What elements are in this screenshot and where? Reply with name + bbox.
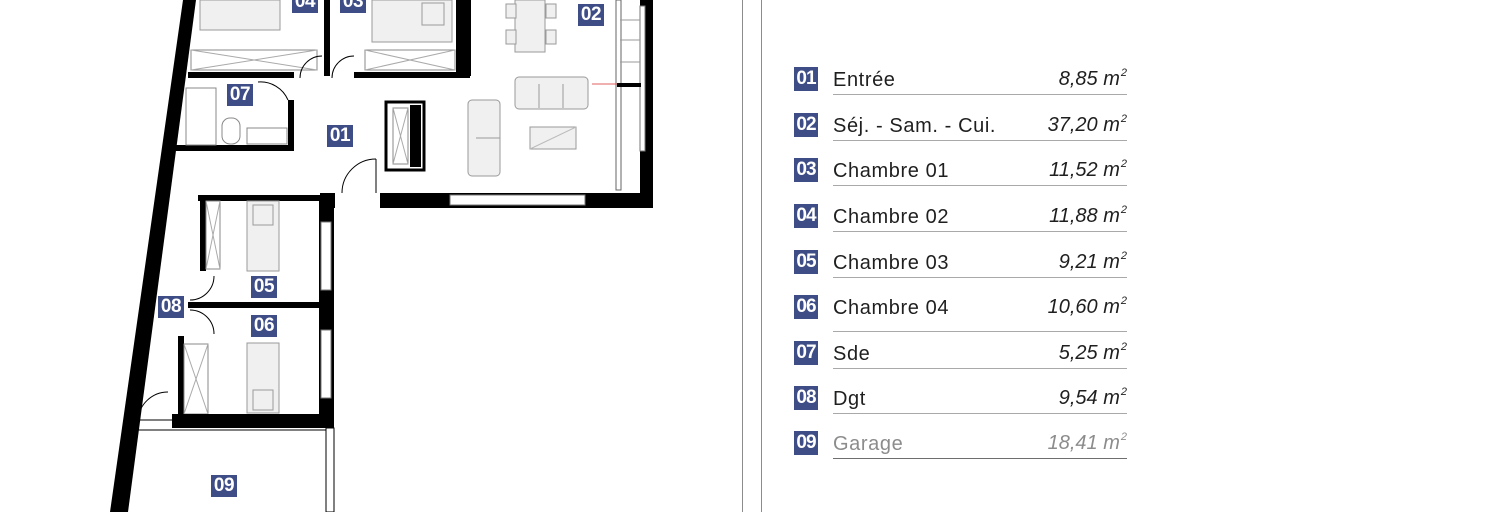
legend-room-name: Chambre 02 <box>833 206 950 228</box>
chair <box>545 3 557 19</box>
legend-number: 08 <box>794 386 818 410</box>
window <box>320 221 332 291</box>
wall-segment <box>324 0 330 76</box>
legend-room-area: 10,60 m2 <box>1047 295 1127 318</box>
window <box>320 329 332 399</box>
wall-segment <box>178 336 184 416</box>
floor-plan-drawing <box>110 0 653 512</box>
legend-number: 06 <box>794 295 818 319</box>
legend-room-area: 37,20 m2 <box>1047 113 1127 136</box>
legend-rule <box>833 413 1127 414</box>
legend-number: 04 <box>794 204 818 228</box>
legend-rule <box>833 185 1127 186</box>
legend-row: 01 Entrée 8,85 m2 <box>794 67 1127 97</box>
room-legend: 01 Entrée 8,85 m2 02 Séj. - Sam. - Cui. … <box>794 0 1134 512</box>
chair <box>505 29 517 45</box>
sofa <box>514 76 589 110</box>
wall-segment <box>617 83 641 87</box>
wall-segment <box>354 72 470 78</box>
room-label: 06 <box>251 315 277 337</box>
legend-number: 03 <box>794 158 818 182</box>
legend-row: 09 Garage 18,41 m2 <box>794 431 1127 461</box>
entry-door <box>342 160 378 193</box>
window <box>639 5 646 152</box>
room-label: 01 <box>327 125 353 147</box>
legend-room-name: Chambre 01 <box>833 160 950 182</box>
legend-room-name: Dgt <box>833 388 866 410</box>
legend-rule <box>833 458 1127 459</box>
wall-segment <box>335 193 380 208</box>
legend-room-name: Chambre 03 <box>833 252 950 274</box>
window <box>449 194 586 206</box>
legend-room-name: Séj. - Sam. - Cui. <box>833 115 997 137</box>
legend-number: 07 <box>794 341 818 365</box>
legend-number: 05 <box>794 250 818 274</box>
legend-room-area: 9,21 m2 <box>1058 250 1127 273</box>
bed <box>199 0 281 31</box>
wall-segment <box>188 72 294 78</box>
legend-room-name: Garage <box>833 433 904 455</box>
toilet <box>221 117 241 145</box>
room-label: 05 <box>251 276 277 298</box>
legend-room-name: Entrée <box>833 69 896 91</box>
legend-row: 08 Dgt 9,54 m2 <box>794 386 1127 416</box>
wall-segment <box>456 0 471 76</box>
legend-row: 07 Sde 5,25 m2 <box>794 341 1127 371</box>
legend-room-name: Chambre 04 <box>833 297 950 319</box>
chair <box>505 3 517 19</box>
wall-segment <box>176 145 294 151</box>
legend-row: 05 Chambre 03 9,21 m2 <box>794 250 1127 280</box>
divider-line <box>761 0 762 512</box>
legend-rule <box>833 231 1127 232</box>
legend-rule <box>833 368 1127 369</box>
wall-segment <box>198 195 328 201</box>
room-label: 09 <box>211 475 237 497</box>
legend-number: 01 <box>794 67 818 91</box>
legend-row: 02 Séj. - Sam. - Cui. 37,20 m2 <box>794 113 1127 143</box>
wall-segment <box>288 100 294 151</box>
room-label: 08 <box>158 296 184 318</box>
wall-segment <box>188 302 328 308</box>
bathtub <box>185 87 217 146</box>
legend-room-area: 5,25 m2 <box>1058 341 1127 364</box>
dining-table <box>514 0 546 53</box>
legend-rule <box>833 331 1127 332</box>
exterior-wall <box>110 0 196 512</box>
legend-number: 09 <box>794 431 818 455</box>
wall-segment <box>172 414 334 428</box>
legend-row: 03 Chambre 01 11,52 m2 <box>794 158 1127 188</box>
divider-line <box>742 0 743 512</box>
floor-plan: 04 03 02 07 01 05 08 06 09 <box>0 0 742 512</box>
legend-rule <box>833 140 1127 141</box>
chair <box>545 29 557 45</box>
legend-room-area: 11,88 m2 <box>1049 204 1127 227</box>
legend-number: 02 <box>794 113 818 137</box>
wall-segment <box>200 195 206 271</box>
legend-row: 06 Chambre 04 10,60 m2 <box>794 295 1127 332</box>
wall-segment <box>615 0 622 191</box>
room-label: 02 <box>578 4 604 26</box>
sink <box>246 127 288 145</box>
legend-row: 04 Chambre 02 11,88 m2 <box>794 204 1127 234</box>
garage-wall <box>325 427 335 512</box>
legend-room-area: 9,54 m2 <box>1058 386 1127 409</box>
legend-room-area: 18,41 m2 <box>1047 431 1127 454</box>
room-label: 04 <box>292 0 318 13</box>
legend-room-area: 8,85 m2 <box>1058 67 1127 90</box>
legend-rule <box>833 277 1127 278</box>
legend-rule <box>833 94 1127 95</box>
room-label: 03 <box>340 0 366 13</box>
room-label: 07 <box>227 84 253 106</box>
legend-room-name: Sde <box>833 343 871 365</box>
legend-room-area: 11,52 m2 <box>1049 158 1127 181</box>
